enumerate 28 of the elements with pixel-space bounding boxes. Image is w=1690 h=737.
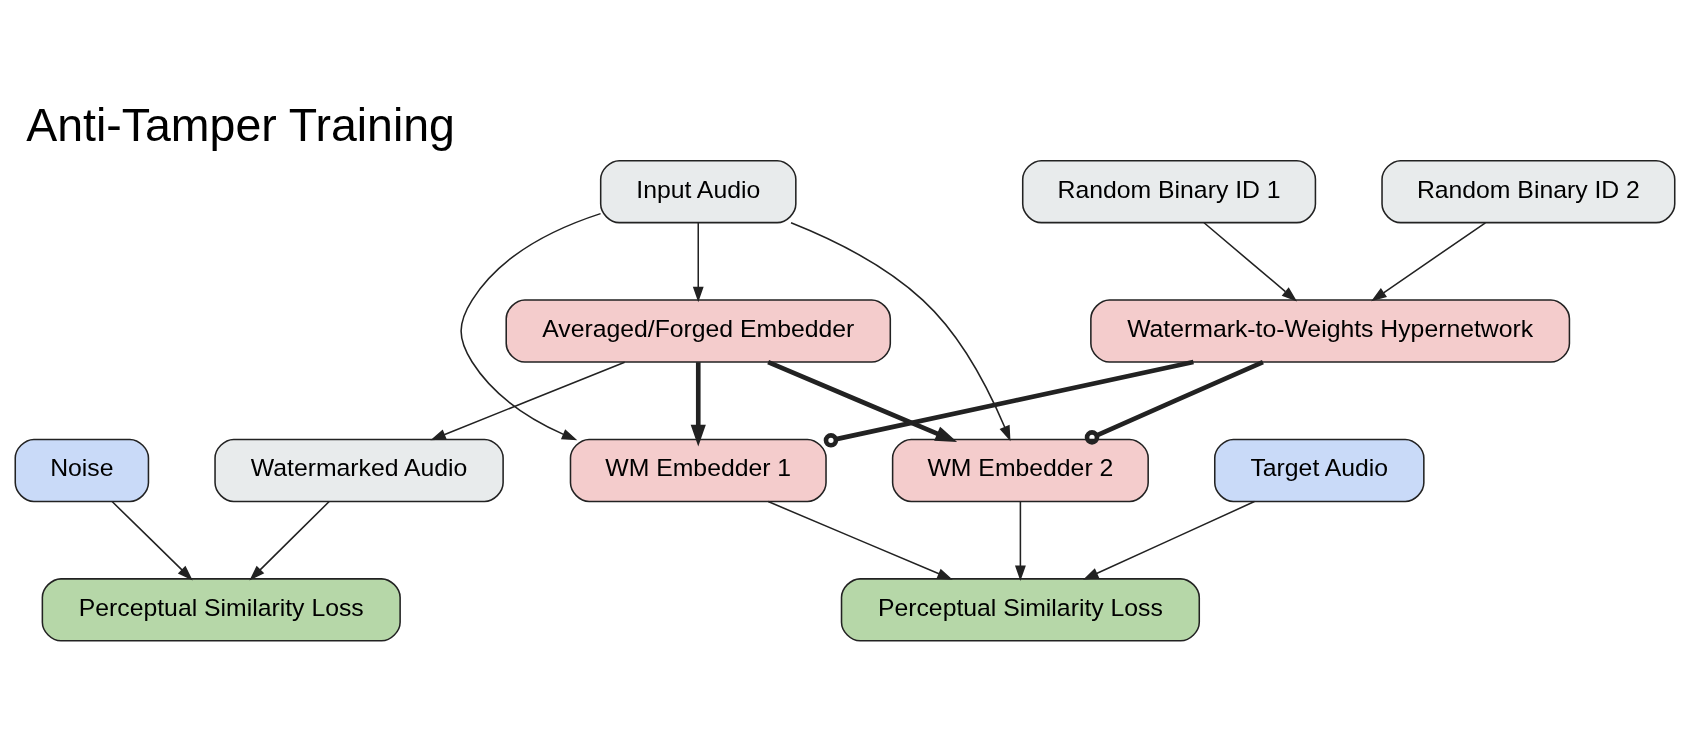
- diagram-title: Anti-Tamper Training: [26, 98, 455, 151]
- node-box: Noise: [14, 438, 150, 502]
- node-box: WM Embedder 2: [891, 438, 1149, 502]
- arrow: [692, 221, 704, 302]
- node-box: Perceptual Similarity Loss: [840, 577, 1201, 642]
- connector: [1084, 359, 1264, 445]
- node-box: Random Binary ID 1: [1021, 159, 1317, 223]
- node-box: Averaged/Forged Embedder: [505, 298, 892, 363]
- arrow: [430, 360, 626, 440]
- arrow: [767, 500, 953, 580]
- arrow: [1014, 500, 1026, 581]
- arrow: [1083, 500, 1256, 580]
- arrow: [460, 212, 602, 440]
- arrow: [790, 221, 1011, 441]
- arrow: [1371, 221, 1487, 301]
- arrow: [690, 361, 706, 446]
- arrow: [1203, 221, 1298, 301]
- arrow: [767, 359, 958, 442]
- node-box: Target Audio: [1214, 438, 1425, 502]
- node-box: WM Embedder 1: [569, 438, 827, 502]
- connector: [823, 359, 1194, 448]
- node-box: Watermarked Audio: [214, 438, 504, 502]
- arrow: [249, 500, 330, 580]
- arrow: [111, 500, 193, 580]
- node-box: Watermark-to-Weights Hypernetwork: [1090, 298, 1571, 363]
- node-box: Perceptual Similarity Loss: [41, 577, 401, 642]
- node-box: Random Binary ID 2: [1381, 159, 1676, 223]
- node-box: Input Audio: [599, 159, 797, 223]
